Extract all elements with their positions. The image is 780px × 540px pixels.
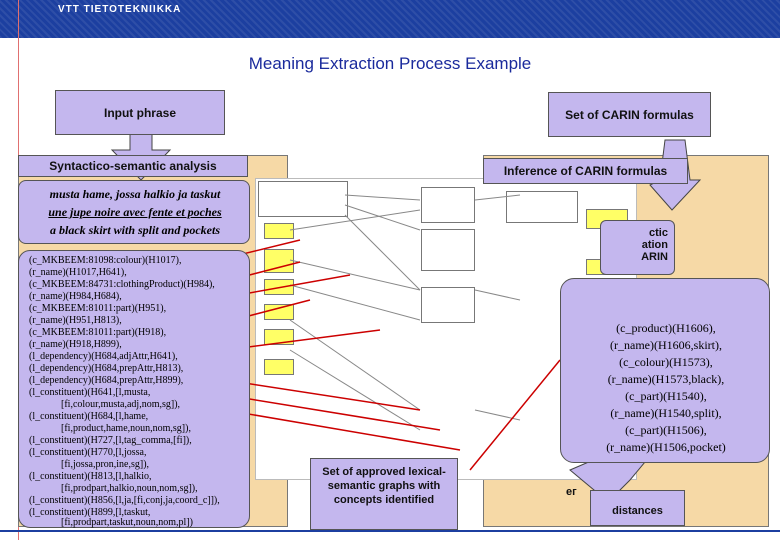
- analysis-line: (l_constituent)(H899,[l,taskut,: [29, 507, 151, 518]
- analysis-line: (l_dependency)(H684,adjAttr,H641),: [29, 351, 178, 362]
- graph-node: [264, 223, 294, 239]
- analysis-line: (l_dependency)(H684,prepAttr,H899),: [29, 375, 184, 386]
- phrase-english: a black skirt with split and pockets: [49, 223, 220, 237]
- partial-right-line: ARIN: [641, 251, 668, 263]
- distances-label: distances: [612, 505, 663, 517]
- carin-line: (c_product)(H1606),: [616, 321, 716, 335]
- analysis-line: (l_dependency)(H684,prepAttr,H813),: [29, 363, 184, 374]
- analysis-line: [fi,product,hame,noun,nom,sg]),: [61, 423, 191, 434]
- analysis-line: (l_constituent)(H856,[l,ja,[fi,conj,ja,c…: [29, 495, 220, 506]
- analysis-line: (r_name)(H1017,H641),: [29, 267, 127, 278]
- carin-line: (c_colour)(H1573),: [619, 355, 713, 369]
- carin-output-callout: (c_product)(H1606), (r_name)(H1606,skirt…: [560, 278, 770, 463]
- partial-right-box: ctic ation ARIN: [600, 220, 675, 275]
- graph-node: [421, 287, 475, 323]
- carin-line: (r_name)(H1573,black),: [607, 372, 725, 386]
- analysis-line: [fi,colour,musta,adj,nom,sg]),: [61, 399, 181, 410]
- analysis-line: (c_MKBEEM:81011:part)(H918),: [29, 327, 167, 338]
- phrase-finnish: musta hame, jossa halkio ja taskut: [49, 187, 221, 201]
- analysis-line: (l_constituent)(H770,[l,jossa,: [29, 447, 147, 458]
- page-title: Meaning Extraction Process Example: [248, 54, 532, 73]
- phrase-french: une jupe noire avec fente et poches: [48, 205, 222, 219]
- analysis-line: [fi,jossa,pron,ine,sg]),: [61, 459, 150, 470]
- analysis-line: (r_name)(H918,H899),: [29, 339, 122, 350]
- analysis-line: [fi,prodpart,halkio,noun,nom,sg]),: [61, 483, 198, 494]
- syntactic-analysis-label: Syntactico-semantic analysis: [49, 159, 217, 173]
- graph-node: [264, 359, 294, 375]
- syntactic-analysis-box: Syntactico-semantic analysis: [18, 155, 248, 177]
- brand-label: VTT TIETOTEKNIIKKA: [58, 4, 182, 15]
- distances-box: distances: [590, 490, 685, 526]
- input-phrase-label: Input phrase: [103, 105, 176, 120]
- graph-node: [264, 249, 294, 273]
- graph-node: [421, 229, 475, 271]
- carin-line: (r_name)(H1540,split),: [610, 406, 722, 420]
- analysis-line: (l_constituent)(H641,[l,musta,: [29, 387, 151, 398]
- analysis-line: [fi,prodpart,taskut,noun,nom,pl]): [61, 517, 193, 528]
- approved-graphs-box: Set of approved lexical-semantic graphs …: [310, 458, 458, 530]
- carin-line: (c_part)(H1540),: [625, 389, 707, 403]
- carin-line: (r_name)(H1606,skirt),: [610, 338, 722, 352]
- footer-line: [0, 530, 780, 532]
- analysis-line: (c_MKBEEM:81098:colour)(H1017),: [29, 255, 182, 266]
- approved-graphs-label: Set of approved lexical-semantic graphs …: [322, 466, 446, 506]
- inference-label: Inference of CARIN formulas: [503, 164, 668, 178]
- analysis-line: (r_name)(H984,H684),: [29, 291, 122, 302]
- partial-right-line: ctic: [649, 227, 668, 239]
- analysis-line: (c_MKBEEM:81011:part)(H951),: [29, 303, 167, 314]
- partial-right-line: ation: [641, 239, 668, 251]
- analysis-line: (c_MKBEEM:84731:clothingProduct)(H984),: [29, 279, 215, 290]
- analysis-line: (r_name)(H951,H813),: [29, 315, 122, 326]
- carin-line: (r_name)(H1506,pocket): [606, 440, 726, 454]
- inference-box: Inference of CARIN formulas: [483, 158, 688, 184]
- carin-formulas-label: Set of CARIN formulas: [565, 107, 694, 122]
- graph-node: [264, 329, 294, 345]
- analysis-line: (l_constituent)(H813,[l,halkio,: [29, 471, 152, 482]
- graph-node: [258, 181, 348, 217]
- header-bar: VTT TIETOTEKNIIKKA: [0, 0, 780, 38]
- cut-label: ег: [566, 486, 577, 498]
- analysis-line: (l_constituent)(H727,[l,tag_comma,[fi]),: [29, 435, 192, 446]
- phrases-callout: musta hame, jossa halkio ja taskut une j…: [18, 180, 250, 244]
- carin-formulas-box: Set of CARIN formulas: [548, 92, 711, 137]
- carin-line: (c_part)(H1506),: [625, 423, 707, 437]
- analysis-output-callout: (c_MKBEEM:81098:colour)(H1017), (r_name)…: [18, 250, 250, 528]
- graph-node: [506, 191, 578, 223]
- analysis-line: (l_constituent)(H684,[l,hame,: [29, 411, 149, 422]
- graph-node: [421, 187, 475, 223]
- input-phrase-box: Input phrase: [55, 90, 225, 135]
